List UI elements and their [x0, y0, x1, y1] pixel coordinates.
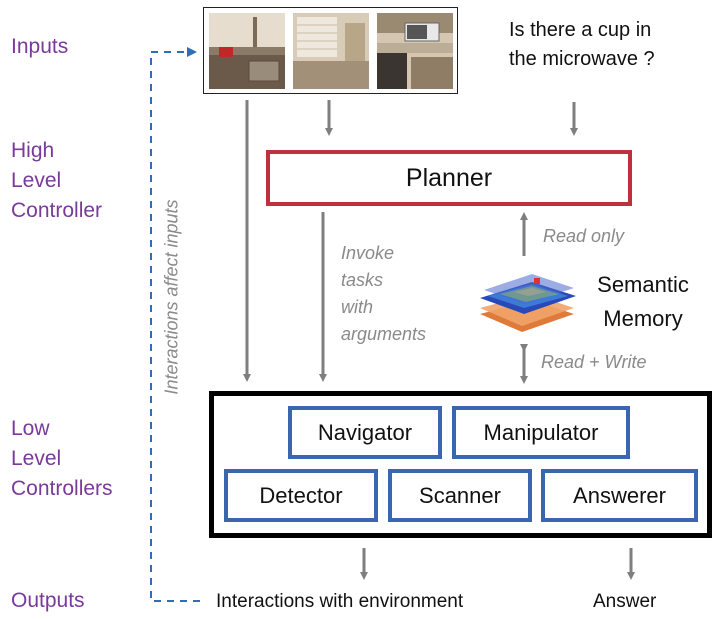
kitchen-image-2	[293, 13, 369, 89]
read-only-label: Read only	[543, 226, 625, 246]
kitchen-image-1	[209, 13, 285, 89]
semantic-memory-icon	[474, 262, 582, 338]
read-write-label: Read + Write	[541, 352, 647, 372]
planner-box: Planner	[266, 150, 632, 206]
semantic-memory-label: Semantic Memory	[597, 272, 689, 331]
interactions-output: Interactions with environment	[216, 591, 464, 612]
invoke-tasks-label: Invoke tasks with arguments	[341, 243, 427, 344]
answerer-label: Answerer	[573, 482, 666, 508]
manipulator-label: Manipulator	[483, 419, 599, 445]
planner-label: Planner	[405, 163, 493, 192]
manipulator-module: Manipulator	[452, 406, 630, 459]
outputs-label: Outputs	[11, 589, 85, 612]
scanner-module: Scanner	[388, 469, 532, 522]
kitchen-image-3	[377, 13, 453, 89]
navigator-label: Navigator	[317, 419, 413, 445]
answer-output: Answer	[593, 591, 657, 612]
scanner-label: Scanner	[419, 482, 501, 508]
detector-label: Detector	[259, 482, 343, 508]
low-level-controllers-label: Low Level Controllers	[11, 417, 113, 500]
navigator-module: Navigator	[288, 406, 442, 459]
answerer-module: Answerer	[541, 469, 698, 522]
high-level-controller-label: High Level Controller	[11, 139, 103, 222]
feedback-dashed-arrow	[150, 47, 200, 602]
detector-module: Detector	[224, 469, 378, 522]
inputs-label: Inputs	[11, 35, 69, 58]
input-images	[203, 7, 458, 94]
question-text: Is there a cup in the microwave ?	[509, 19, 655, 70]
